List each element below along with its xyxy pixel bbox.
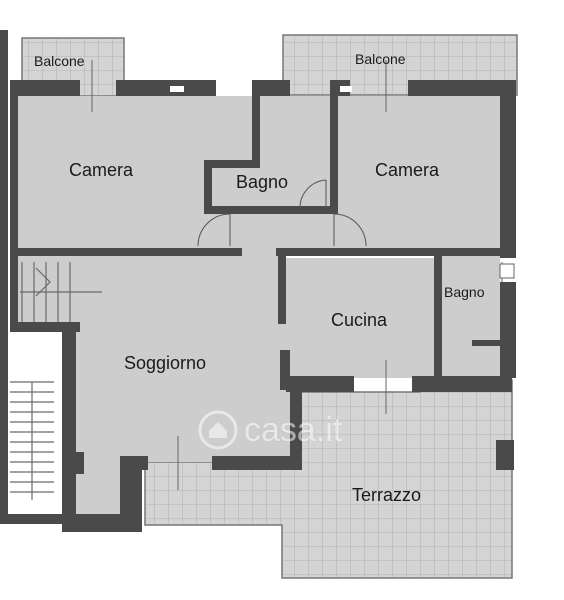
camera-right-floor <box>334 96 500 252</box>
cucina-floor <box>286 258 436 378</box>
window-marks <box>91 60 515 490</box>
bagno-center-label: Bagno <box>236 172 289 192</box>
camera-left-label: Camera <box>69 160 134 180</box>
soggiorno-label: Soggiorno <box>124 353 207 373</box>
corridor-floor <box>210 208 340 254</box>
watermark: casa.it <box>198 410 342 450</box>
balcone-right-label: Balcone <box>355 51 406 67</box>
soggiorno-floor <box>62 252 298 518</box>
walls <box>0 30 516 532</box>
door-swings <box>197 179 367 247</box>
bagno-center-floor <box>258 96 334 208</box>
house-logo-icon <box>198 410 238 450</box>
cucina-label: Cucina <box>331 310 388 330</box>
stair-steps-upper <box>20 262 102 322</box>
terrazzo-label: Terrazzo <box>352 485 422 505</box>
balcone-left-label: Balcone <box>34 53 85 69</box>
camera-right-label: Camera <box>375 160 440 180</box>
watermark-text: casa.it <box>244 410 343 449</box>
stair-steps <box>10 381 54 500</box>
bagno-right-label: Bagno <box>444 284 485 300</box>
bagno-right-floor <box>440 252 500 378</box>
